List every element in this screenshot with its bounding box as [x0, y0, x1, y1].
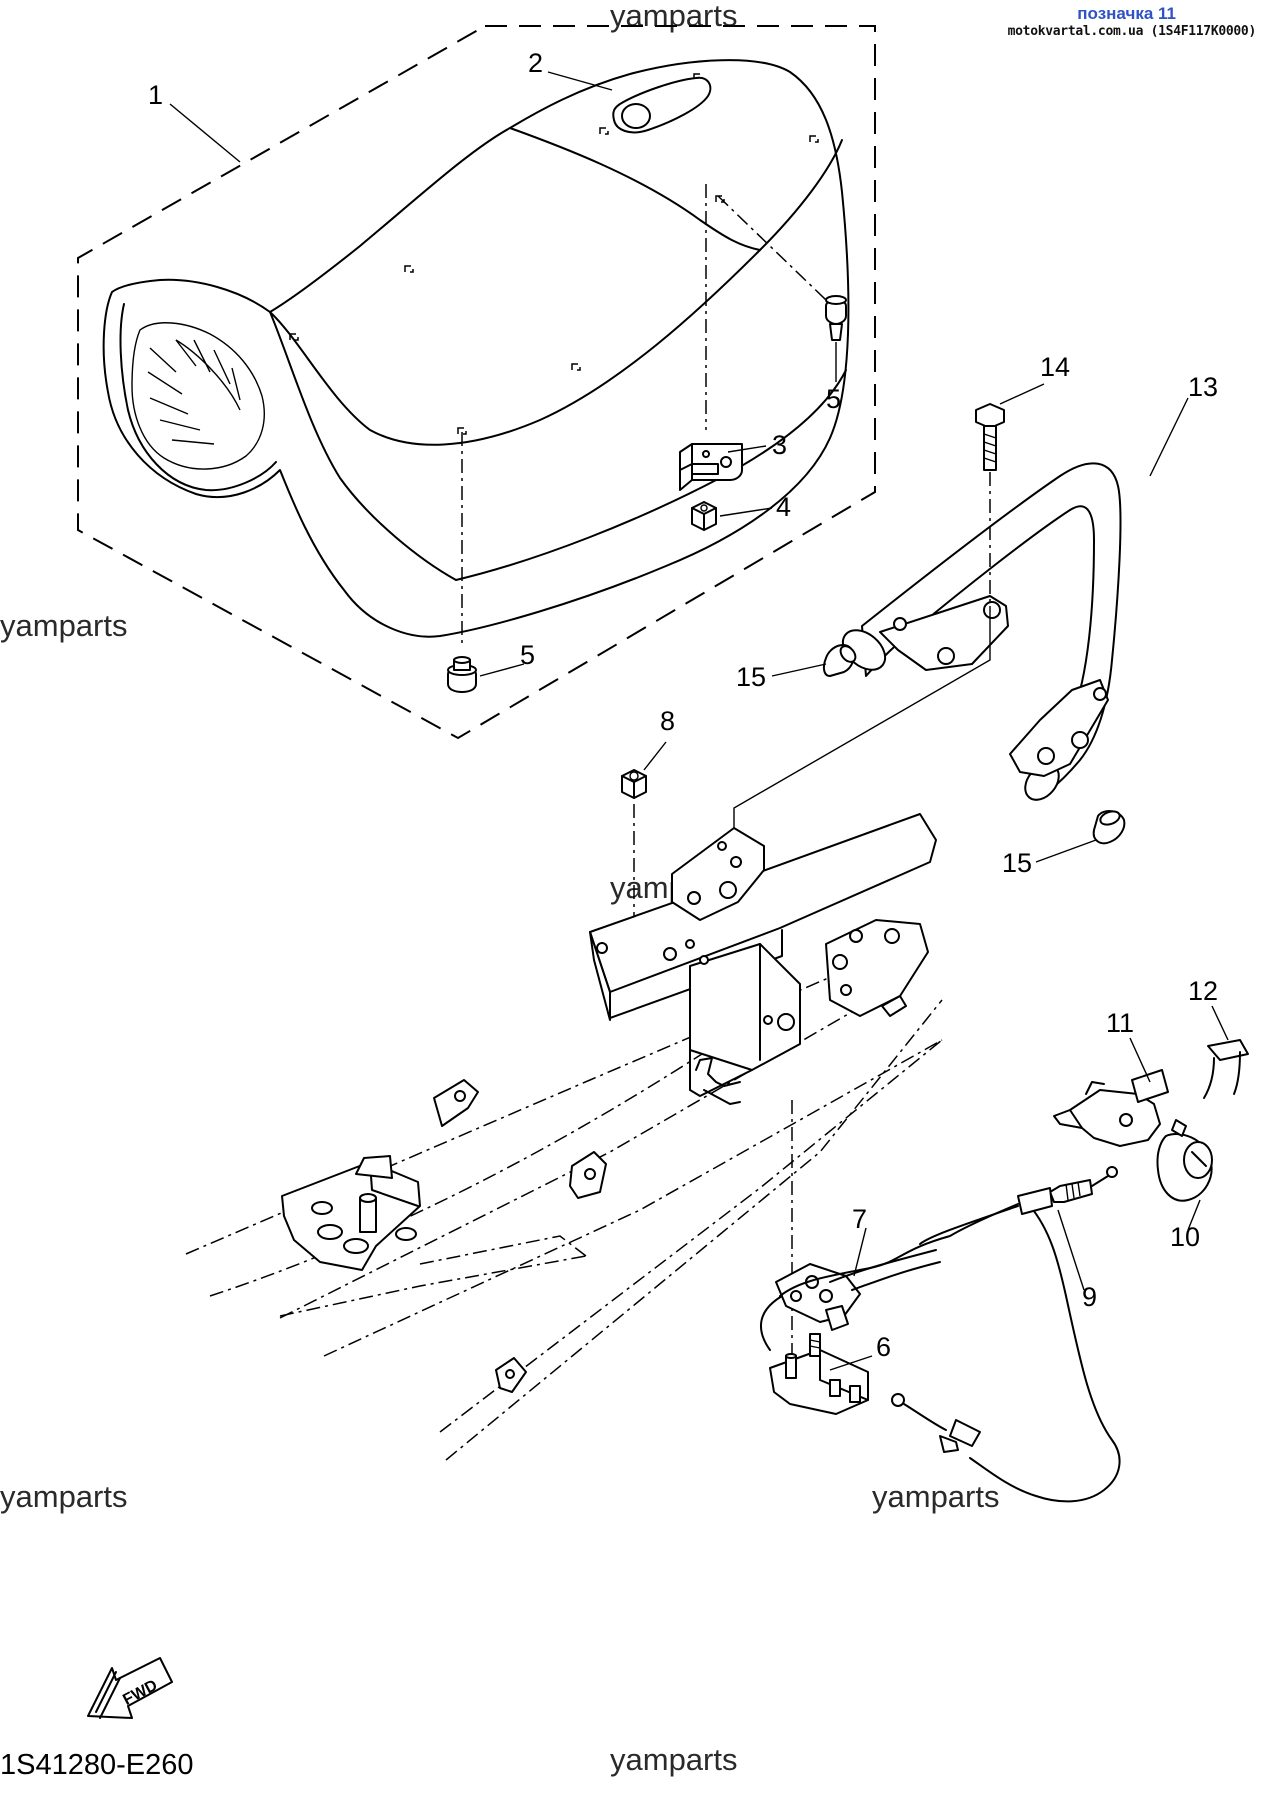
header-title: позначка 11 [1077, 4, 1176, 23]
diagram-code: 1S41280-E260 [0, 1749, 194, 1781]
fwd-arrow-icon: FWD [87, 1657, 173, 1719]
watermark-bottom: yamparts [610, 1742, 737, 1777]
frame-nut [621, 769, 647, 799]
seat-bracket [679, 443, 743, 491]
watermark-left-upper: yamparts [0, 608, 127, 643]
seat-damper-upper [825, 295, 847, 341]
leader-lines [169, 71, 1229, 1371]
watermark-left-lower: yamparts [0, 1479, 127, 1514]
grab-bar-end-cap-right [1092, 810, 1126, 845]
header-site: motokvartal.com.ua (1S4F117K0000) [1007, 24, 1257, 39]
part-label-7: 7 [852, 1204, 867, 1234]
part-label-6: 6 [876, 1332, 891, 1362]
seat-nut [691, 501, 717, 531]
watermark-right-lower: yamparts [872, 1479, 999, 1514]
part-label-15-left: 15 [736, 662, 766, 692]
seat-lock-cylinder [1156, 1119, 1213, 1202]
part-label-10: 10 [1170, 1222, 1200, 1252]
part-label-2: 2 [528, 48, 543, 78]
part-label-1: 1 [148, 80, 163, 110]
grab-bar-end-cap-left [822, 643, 857, 677]
grab-bar [841, 462, 1122, 801]
part-label-11: 11 [1106, 1008, 1134, 1038]
part-label-5-lower: 5 [520, 640, 535, 670]
part-label-13: 13 [1188, 372, 1218, 402]
seat-assembly-boundary [77, 25, 876, 740]
seat-lock-clip [1203, 1039, 1249, 1099]
grab-bar-bolt [975, 403, 1005, 606]
watermark-top: yamparts [610, 0, 737, 33]
part-label-8: 8 [660, 706, 675, 736]
seat-lock-holder [1053, 1069, 1169, 1147]
part-label-15-right: 15 [1002, 848, 1032, 878]
rear-frame [185, 606, 991, 1461]
part-label-12: 12 [1188, 976, 1218, 1006]
seat-damper-lower [447, 656, 477, 693]
part-label-5-upper: 5 [826, 384, 841, 414]
seat-lock [769, 1333, 869, 1415]
part-label-14: 14 [1040, 352, 1070, 382]
seat-assembly [77, 25, 876, 740]
part-label-3: 3 [772, 430, 787, 460]
part-label-4: 4 [776, 492, 791, 522]
part-label-9: 9 [1082, 1282, 1097, 1312]
seat-lock-cable [760, 1166, 1121, 1503]
part-labels: 1 2 3 4 5 5 6 7 8 9 10 11 12 13 14 15 15 [148, 48, 1218, 1362]
seat-latch-bracket [775, 1263, 861, 1331]
seat-strap [612, 76, 712, 134]
